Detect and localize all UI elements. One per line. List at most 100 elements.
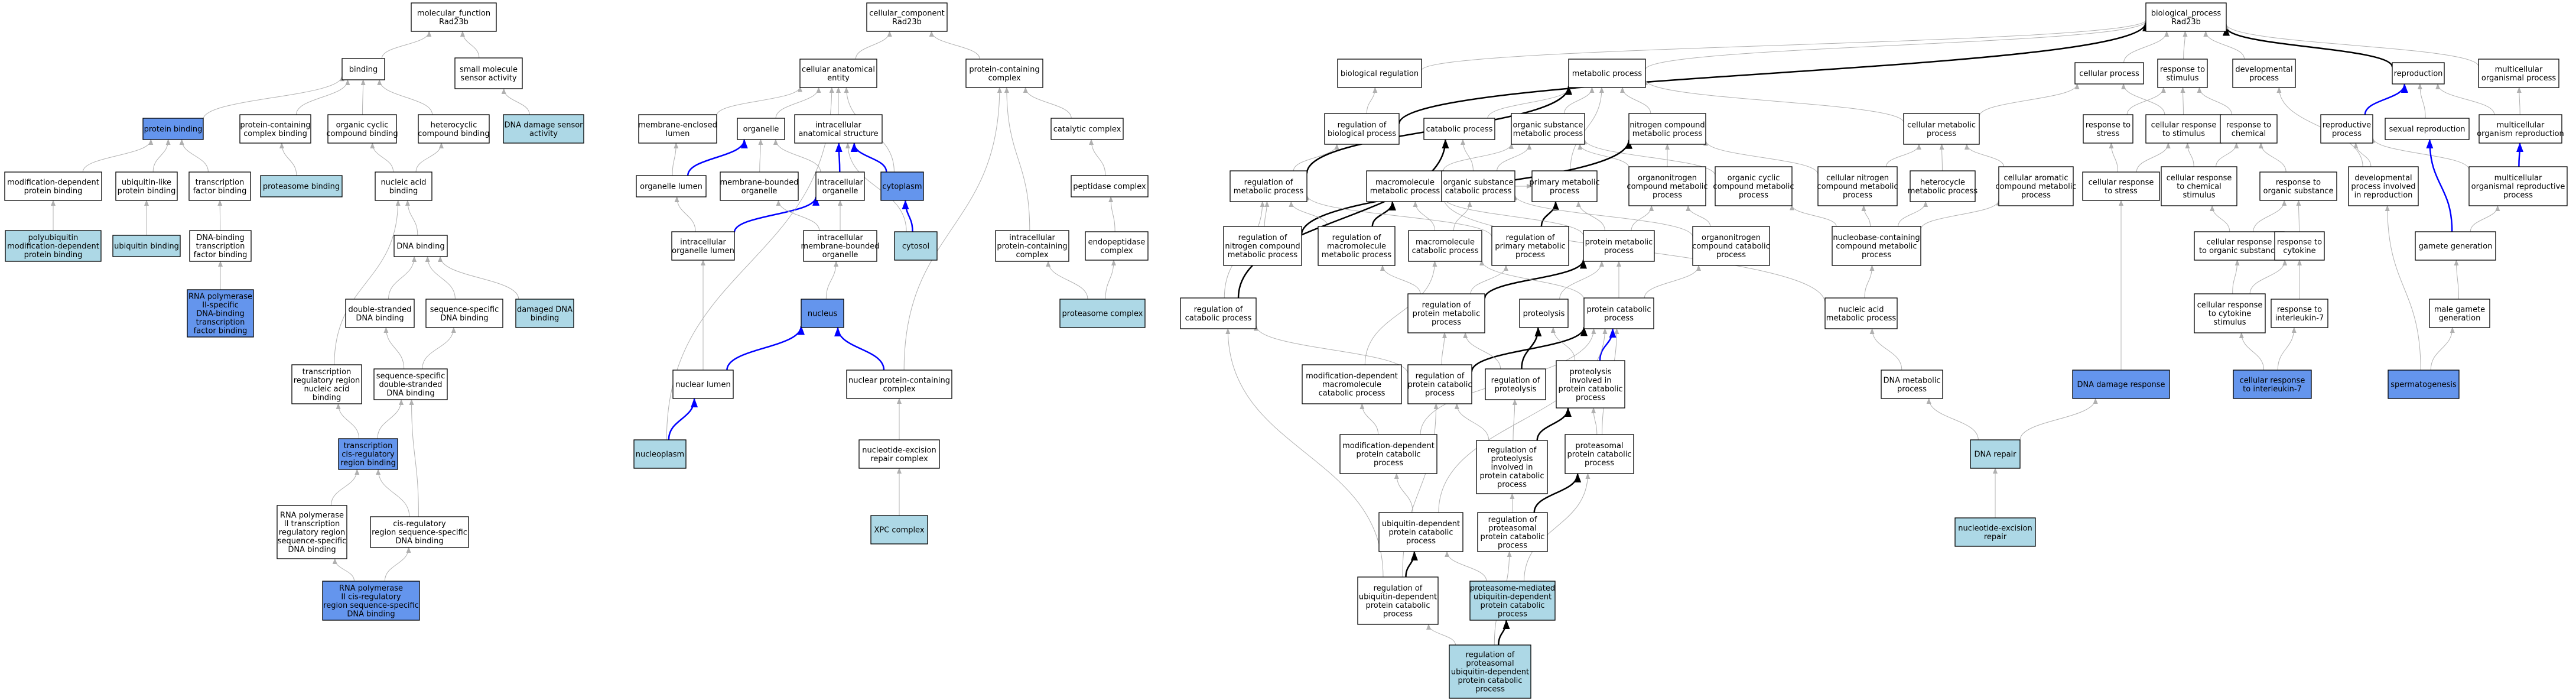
edge-mbo-to-organelle [758,139,763,173]
node-label-line: organic substance [1513,121,1583,129]
edge-cytosol-to-ias [845,142,907,232]
node-box [2429,299,2490,328]
edge-cellrespstress-to-cellrespstim [2136,142,2171,173]
node-label-line: process [1576,393,1605,402]
node-label-line: protein catabolic [1356,451,1420,459]
edge-regbio-to-bp [1398,22,2149,124]
edge-icol-to-orglumen [674,196,696,232]
edge-cisrrss-to-ssdsdnab [409,399,419,517]
node-box [515,299,574,328]
edge-devproc-to-bp [2203,31,2245,60]
edge-proteasomeub-to-proteasomalcat [1524,473,1591,582]
edge-pccb-to-binding [295,79,350,115]
node-box [1469,581,1556,621]
node-label-line: regulation of [1238,234,1287,242]
node-box [115,171,178,201]
node-label-line: nucleotide-excision [1958,524,2032,533]
node-box [1565,434,1634,474]
node-label-line: protein binding [144,125,203,134]
node-box [894,231,938,261]
go-term-node-ddr: DNA damage response [2072,370,2170,399]
node-box [794,114,883,144]
edge-tfb-to-protbind [179,139,209,173]
node-label-line: nucleoplasm [636,451,684,459]
edge-mdpb-to-protbind [82,139,154,173]
node-label-line: heterocycle [1920,178,1965,187]
node-label-line: binding [389,187,418,196]
node-box [2468,166,2568,206]
node-box [737,118,785,140]
node-box [1408,230,1482,262]
node-label-line: DNA binding [356,314,404,323]
node-label-line: nucleotide-excision [862,446,936,455]
node-label-line: Rad23b [892,18,922,27]
node-box [1180,297,1257,329]
edge-ssdsdnab-to-ssdnab [422,327,456,370]
node-box [375,171,432,201]
node-label-line: catabolic process [1185,314,1252,323]
edge-cellresporg-to-resporg [2253,200,2287,232]
go-term-node-dnarepair: DNA repair [1970,439,2021,469]
edge-multirepro-to-multiorg [2516,87,2522,115]
edge-respstress-to-respstim [2126,87,2166,115]
node-label-line: gamete generation [2419,242,2493,251]
node-box [1407,293,1485,333]
node-label-line: process [1604,247,1634,255]
edge-proteasomeub-to-ubdep [1445,551,1487,582]
edge-regprotmp-to-protmp [1484,259,1587,299]
node-box [803,230,877,262]
edge-protinprotcat-to-proteolysis [1550,327,1576,361]
node-box [1477,512,1548,552]
node-box [1050,118,1124,140]
node-box [2157,59,2208,88]
node-label-line: nucleus [808,310,837,319]
node-label-line: protein catabolic [1479,472,1544,481]
go-term-node-proteasomec: proteasome complex [1059,299,1146,328]
node-label-line: DNA binding [395,537,443,546]
node-label-line: cellular metabolic [1907,121,1976,129]
node-label-line: DNA damage sensor [504,121,583,129]
edge-regprotmp-to-regmacro [1380,265,1421,294]
node-label-line: activity [529,129,558,138]
edge-orglumen-to-organelle [687,139,748,176]
node-box [965,59,1043,88]
node-box [1230,170,1307,202]
edge-sexrepro-to-reproduction [2417,83,2426,119]
node-label-line: DNA metabolic [1883,376,1940,385]
node-label-line: nucleobase-containing [1833,234,1920,242]
edge-nucleus-to-icmbo [825,261,839,300]
node-label-line: repair complex [870,455,928,464]
node-label-line: intracellular [815,121,861,129]
node-label-line: cytoplasm [882,183,922,192]
edge-protmp-to-macromp [1441,196,1584,236]
node-label-line: proteolysis [1495,385,1537,394]
node-label-line: modification-dependent [1306,372,1398,381]
node-label-line: response to [2226,121,2271,129]
node-box [1485,368,1546,400]
node-box [1476,440,1548,494]
node-box [1449,644,1531,699]
edge-macrocat-to-macromp [1413,201,1435,231]
edge-cellrespchem-to-cellrespstim [2185,142,2194,167]
edge-pcc-to-cc [929,31,980,60]
node-label-line: intracellular [817,178,863,187]
edge-proteasomec-to-endopepc [1105,260,1116,300]
node-label-line: organonitrogen [1638,174,1697,183]
edge-nucleoplasm-to-nuclumen [668,398,698,440]
go-term-node-polyub: polyubiquitinmodification-dependentprote… [5,230,102,262]
node-label-line: double-stranded [379,381,443,390]
node-box [995,230,1069,262]
node-label-line: process [1653,191,1682,200]
